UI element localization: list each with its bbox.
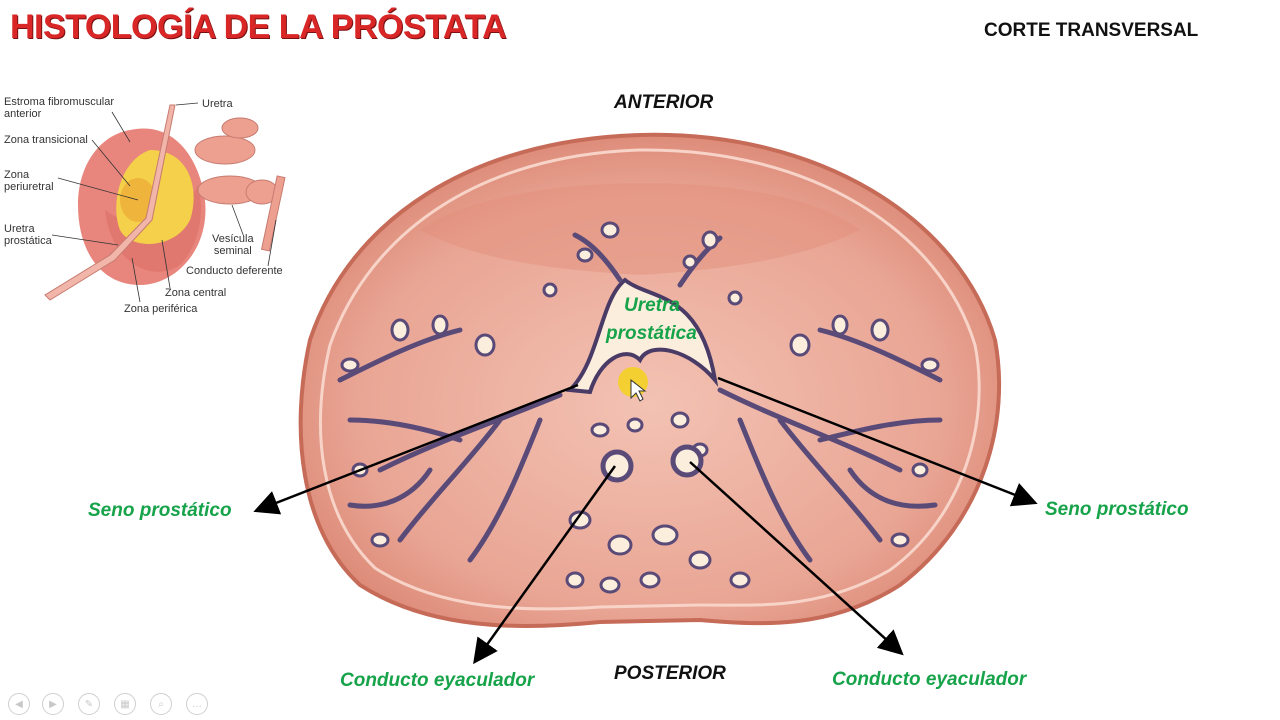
inset-label-vesicula-line1: Vesícula <box>212 233 254 245</box>
inset-label-vesicula: Vesícula seminal <box>212 233 254 257</box>
glandular-ducts <box>337 232 943 563</box>
inset-label-zona-periuretral: Zona periuretral <box>4 169 54 193</box>
label-conducto-left: Conducto eyaculador <box>340 670 535 691</box>
mouse-pointer-icon <box>630 378 647 402</box>
inset-label-uretra: Uretra <box>202 98 233 110</box>
inset-label-estroma-line2: anterior <box>4 108 42 120</box>
inset-label-estroma-line1: Estroma fibromuscular <box>4 96 115 108</box>
inset-label-zona-transicional: Zona transicional <box>4 134 88 146</box>
section-subtitle: CORTE TRANSVERSAL <box>984 20 1199 41</box>
inset-label-zona-line2: periuretral <box>4 181 54 193</box>
label-posterior: POSTERIOR <box>614 663 726 684</box>
inset-label-estroma: Estroma fibromuscular anterior <box>4 96 114 120</box>
arrow-seno-left <box>253 383 579 515</box>
slides-icon[interactable]: ▦ <box>114 693 136 715</box>
inset-label-conducto-deferente: Conducto deferente <box>186 265 283 277</box>
urethra-lumen <box>565 277 719 395</box>
inset-label-uretra-prost-line2: prostática <box>4 235 52 247</box>
inset-label-vesicula-line2: seminal <box>213 245 252 257</box>
inset-label-zona-central: Zona central <box>165 287 227 299</box>
label-uretra-line2: prostática <box>606 323 697 344</box>
inset-vas-deferens <box>260 175 286 252</box>
pen-icon[interactable]: ✎ <box>78 693 100 715</box>
inset-label-uretra-prostatica: Uretra prostática <box>4 223 52 247</box>
label-seno-left: Seno prostático <box>88 500 232 521</box>
arrow-conducto-right <box>689 461 904 656</box>
inset-label-zona-line1: Zona <box>4 169 30 181</box>
inset-label-uretra-prost-line1: Uretra <box>4 223 35 235</box>
more-icon[interactable]: … <box>186 693 208 715</box>
prostate-section-outline <box>298 132 1002 629</box>
label-uretra-line1: Uretra <box>624 295 680 316</box>
arrow-seno-right <box>717 376 1038 507</box>
page-title: HISTOLOGÍA DE LA PRÓSTATA <box>10 8 507 46</box>
prostate-zones-illustration <box>44 102 286 303</box>
arrow-conducto-left <box>473 465 617 665</box>
prostate-capsule <box>318 148 981 611</box>
inset-urethra <box>44 104 176 301</box>
zoom-icon[interactable]: ⌕ <box>150 693 172 715</box>
gland-acini <box>340 221 940 594</box>
inset-label-zona-periferica: Zona periférica <box>124 303 198 315</box>
label-anterior: ANTERIOR <box>614 92 714 113</box>
prev-icon[interactable]: ◀ <box>8 693 30 715</box>
ejaculatory-duct-right <box>670 444 704 478</box>
label-seno-right: Seno prostático <box>1045 499 1189 520</box>
next-icon[interactable]: ▶ <box>42 693 64 715</box>
label-conducto-right: Conducto eyaculador <box>832 669 1027 690</box>
inset-seminal-vesicle <box>194 117 279 205</box>
anterior-stroma <box>420 183 860 275</box>
